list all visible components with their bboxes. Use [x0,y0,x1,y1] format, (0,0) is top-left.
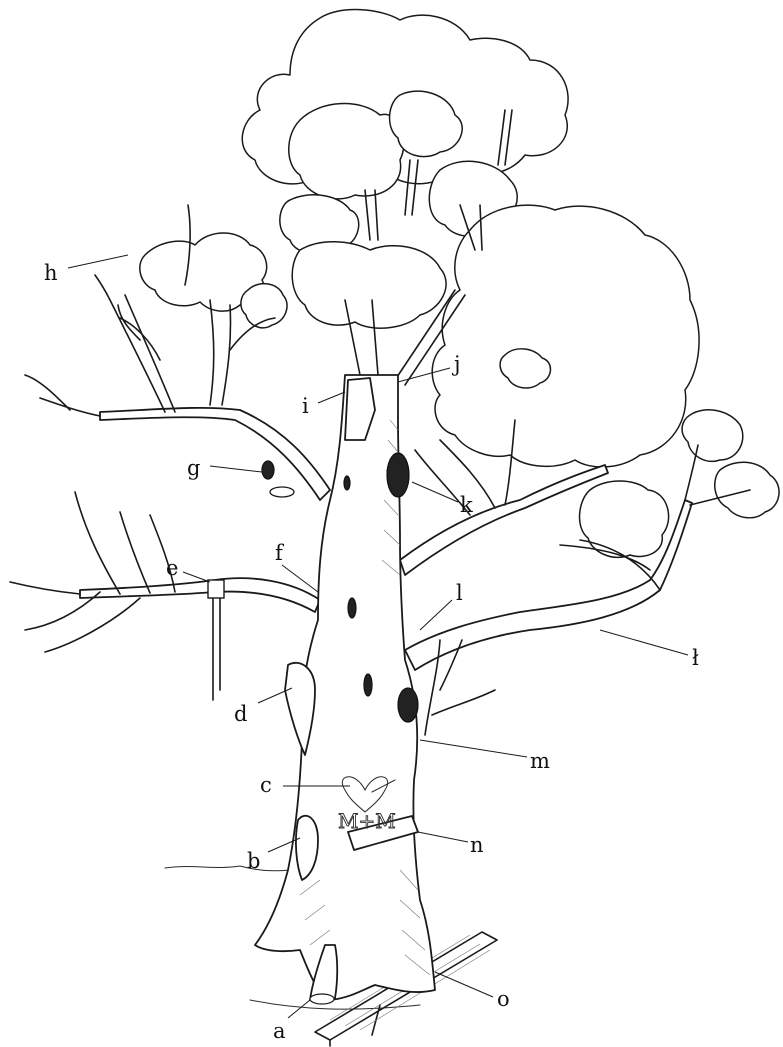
label-k: k [460,493,473,517]
label-l: l [456,581,463,605]
hollow-k [387,453,409,497]
label-b: b [247,849,260,873]
label-m: m [530,749,550,773]
label-d: d [234,702,247,726]
label-e: e [166,556,178,580]
rope-knot [208,580,224,598]
leader-l2 [600,630,688,655]
bracket-fungus-g [270,487,294,497]
label-i: i [302,394,309,418]
label-o: o [497,987,510,1011]
hollow-m [398,688,418,722]
crown [140,10,779,558]
label-f: f [275,541,285,565]
hollow-g [262,461,274,479]
leader-e [183,572,210,582]
carved-initials: M+M [338,809,396,833]
leader-m [420,740,527,757]
ground-line [165,866,290,871]
leader-h [68,255,128,268]
leader-l [420,600,452,630]
label-c: c [260,773,272,797]
label-h: h [44,261,58,285]
leader-i [318,392,345,403]
leader-n [418,832,468,842]
crack-f [348,598,356,618]
leader-a [288,1000,310,1018]
leader-o [435,972,493,997]
leader-g [210,466,262,472]
label-l2: ł [692,646,699,670]
label-g: g [187,456,200,480]
label-n: n [470,833,484,857]
label-a: a [273,1019,286,1043]
